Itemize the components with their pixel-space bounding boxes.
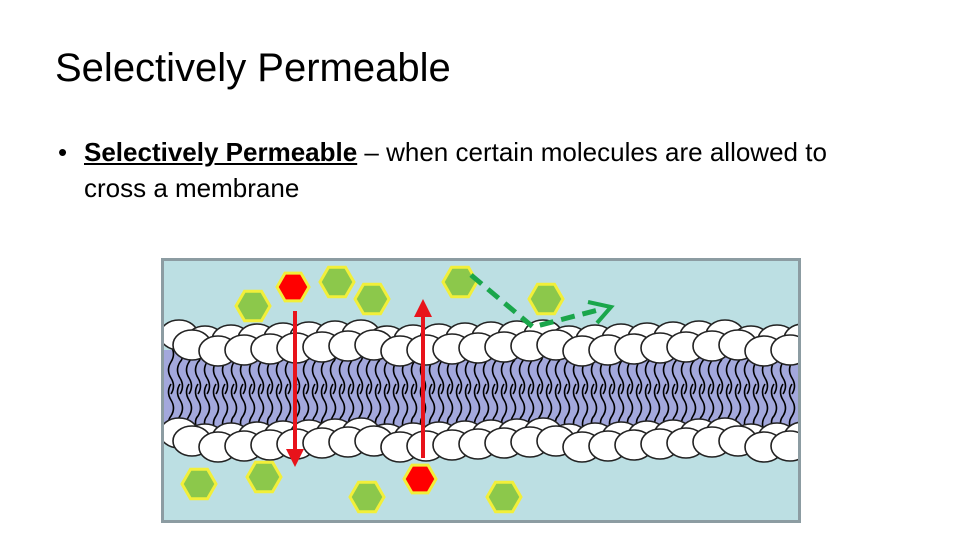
bullet-term: Selectively Permeable [84, 137, 358, 167]
red-molecule [402, 463, 438, 495]
green-molecule [180, 467, 218, 501]
bullet-item: • Selectively Permeable – when certain m… [58, 134, 888, 206]
green-molecule [234, 289, 272, 323]
green-molecule [353, 282, 391, 316]
diagram-frame [161, 258, 801, 523]
lipid-tail [212, 383, 220, 433]
red-molecule [275, 271, 311, 303]
lipid-tail [194, 383, 202, 433]
green-molecule [441, 265, 479, 299]
green-molecule [348, 480, 386, 514]
lipid-tail [608, 383, 616, 433]
lipid-tail [563, 383, 571, 433]
green-molecule [318, 265, 356, 299]
lipid-tail [581, 383, 589, 433]
lipid-tail [383, 383, 391, 433]
lipid-tail [761, 383, 769, 433]
bullet-text: Selectively Permeable – when certain mol… [84, 134, 888, 206]
green-molecule [527, 282, 565, 316]
lipid-tail [266, 383, 274, 433]
lipid-tail [167, 345, 175, 395]
crossing-arrow-dashed [469, 273, 599, 330]
lipid-tail [743, 383, 751, 433]
molecules [180, 265, 565, 514]
lipid-head [770, 334, 801, 366]
lipid-tail [446, 383, 454, 433]
lipid-heads-bottom [161, 417, 801, 463]
slide-title: Selectively Permeable [55, 46, 451, 90]
lipid-tail [770, 383, 778, 433]
green-molecule [245, 460, 283, 494]
lipid-tail [419, 383, 427, 433]
lipid-head [770, 430, 801, 462]
bullet-definition: when certain molecules are allowed to cr… [84, 137, 827, 203]
membrane-diagram [161, 258, 801, 523]
green-molecule [485, 480, 523, 514]
lipid-tail [788, 383, 796, 433]
bullet-dot: • [58, 137, 68, 167]
bullet-dash: – [357, 137, 387, 167]
lipid-tail [572, 383, 580, 433]
lipid-tail [401, 383, 409, 433]
lipid-tail [203, 383, 211, 433]
lipid-tail [392, 383, 400, 433]
lipid-tail [239, 383, 247, 433]
crossing-arrow-head [587, 300, 615, 325]
lipid-heads-top [161, 319, 801, 367]
